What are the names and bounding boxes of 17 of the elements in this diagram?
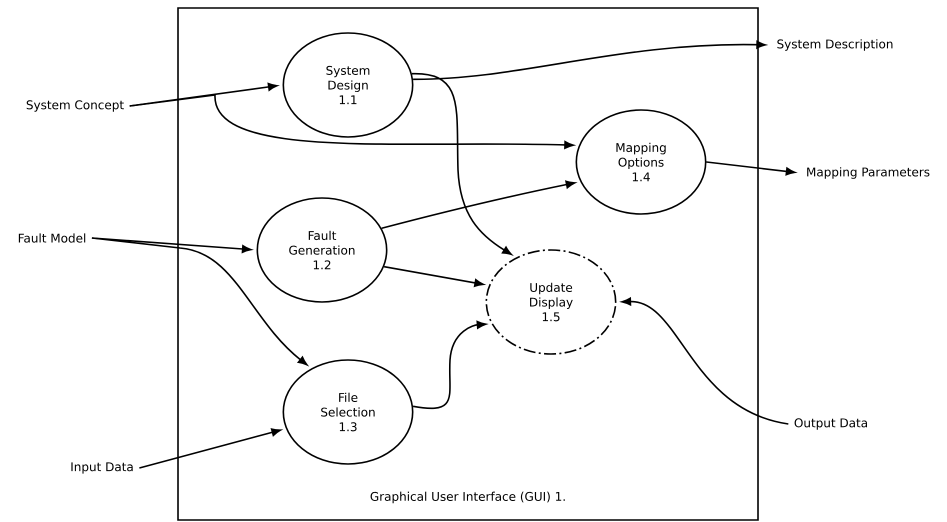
external-entity: Output Data bbox=[794, 418, 867, 430]
arrow bbox=[130, 94, 574, 149]
external-entity: System Concept bbox=[26, 100, 124, 112]
arrow bbox=[413, 40, 766, 80]
arrow bbox=[139, 428, 282, 469]
arrow bbox=[92, 237, 308, 366]
arrow bbox=[706, 161, 796, 176]
arrow bbox=[622, 298, 789, 425]
external-entity: Mapping Parameters bbox=[807, 167, 930, 179]
external-entity: Fault Model bbox=[18, 233, 86, 243]
arrow bbox=[412, 320, 486, 410]
boundary-label: Graphical User Interface (GUI) 1. bbox=[370, 492, 565, 504]
external-entity: Input Data bbox=[71, 462, 133, 474]
arrow bbox=[381, 180, 576, 230]
external-entity: System Description bbox=[777, 39, 892, 51]
arrow bbox=[412, 72, 512, 256]
arrow bbox=[384, 266, 484, 287]
